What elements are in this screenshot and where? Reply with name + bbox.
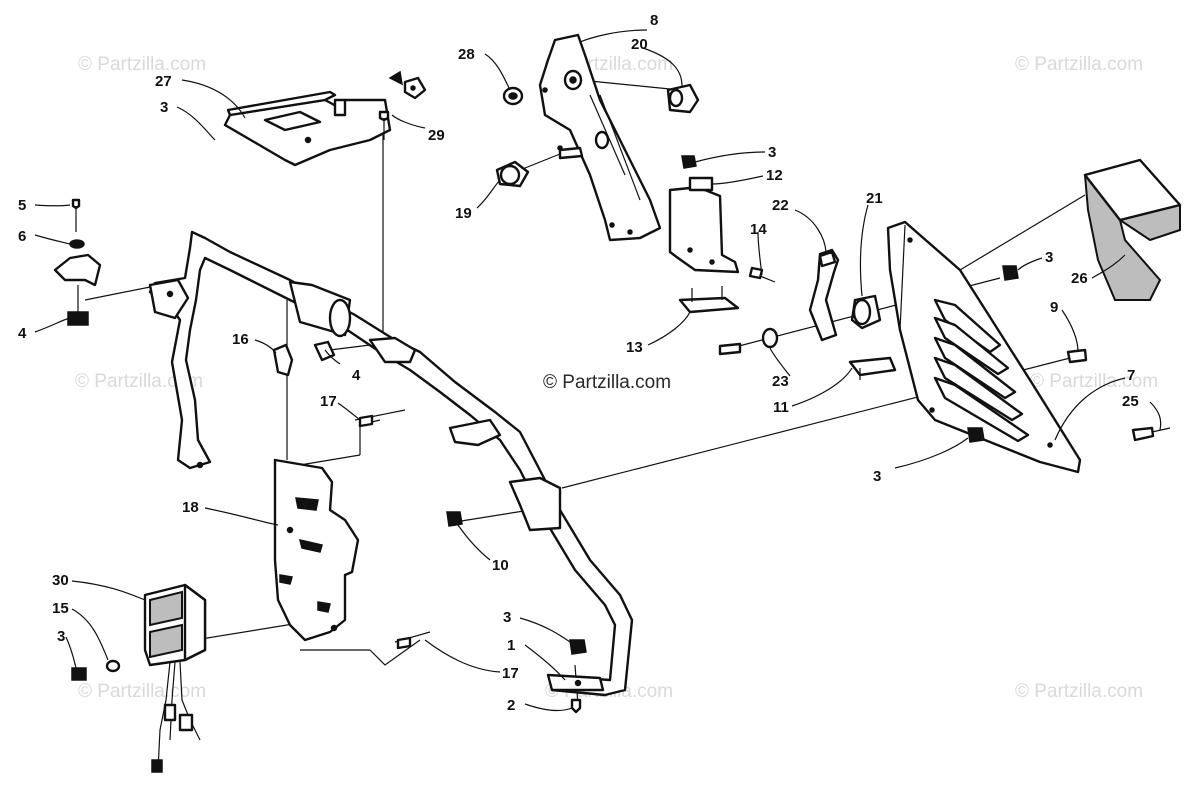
callout-3-panel-bottom: 3 [873,468,881,485]
voltage-regulator [143,583,207,773]
callout-16: 16 [232,331,249,348]
callout-5: 5 [18,197,26,214]
washer-15-and-nut-3 [71,659,121,681]
steering-bracket [538,33,662,242]
callout-18: 18 [182,499,199,516]
callout-2: 2 [507,697,515,714]
screw-and-clip-29 [378,70,427,140]
callout-11: 11 [773,399,789,416]
watermark-bottom-right: © Partzilla.com [1015,681,1143,702]
watermark-top-left: © Partzilla.com [78,54,206,75]
bushing-21 [850,294,882,330]
watermark-top-right: © Partzilla.com [1015,54,1143,75]
bushing-19 [495,160,530,188]
callout-22: 22 [772,197,789,214]
mounting-plate-13 [678,286,740,314]
stud-bolt-near-bracket [558,146,584,160]
wire-ties-17 [354,409,431,650]
callout-17-lower: 17 [502,665,519,682]
top-mounting-plate [223,90,392,167]
callout-12: 12 [766,167,783,184]
left-clamp-assembly [53,198,102,326]
callout-28: 28 [458,46,475,63]
callout-numbers: 27 3 29 5 6 4 16 4 17 18 30 15 3 17 10 3… [18,12,1139,714]
callout-23: 23 [772,373,789,390]
callout-3-top-plate: 3 [160,99,168,116]
rear-mounting-plate [273,458,360,642]
watermark-center: © Partzilla.com [543,372,671,393]
cable-clips [272,340,336,377]
callout-30: 30 [52,572,69,589]
washer-23-and-bolt [718,327,779,356]
callout-14: 14 [750,221,767,238]
callout-6: 6 [18,228,26,245]
callout-25: 25 [1122,393,1139,410]
callout-4-center: 4 [352,367,361,384]
callout-4-left: 4 [18,325,27,342]
wire-tie-14 [748,266,776,283]
callout-3-panel: 3 [1045,249,1053,266]
callout-29: 29 [428,127,445,144]
support-bracket-12 [668,155,740,274]
callout-26: 26 [1071,270,1088,287]
bushing-28 [502,86,524,106]
watermark-mid-right: © Partzilla.com [1030,371,1158,392]
callout-15: 15 [52,600,69,617]
callout-1: 1 [507,637,515,654]
callout-3-bracket: 3 [768,144,776,161]
bushing-20 [666,83,700,114]
callout-leaders [34,29,1162,712]
callout-27: 27 [155,73,172,90]
foam-pad-26 [1083,158,1182,301]
bolt-11 [848,356,897,380]
callout-10: 10 [492,557,509,574]
callout-17-upper: 17 [320,393,337,410]
callout-20: 20 [631,36,648,53]
callout-7: 7 [1127,367,1135,384]
watermark-mid-left: © Partzilla.com [75,371,203,392]
side-panel-vent [886,220,1082,474]
callout-19: 19 [455,205,472,222]
small-nuts [446,511,587,714]
panel-fasteners [967,265,1171,443]
callout-21: 21 [866,190,883,207]
callout-3-regulator: 3 [57,628,65,645]
linkage-rod-22 [808,248,840,342]
steering-support-frame [148,230,634,697]
callout-9: 9 [1050,299,1058,316]
callout-13: 13 [626,339,643,356]
callout-8: 8 [650,12,658,29]
watermark-bottom-left: © Partzilla.com [78,681,206,702]
callout-3-bottom: 3 [503,609,511,626]
